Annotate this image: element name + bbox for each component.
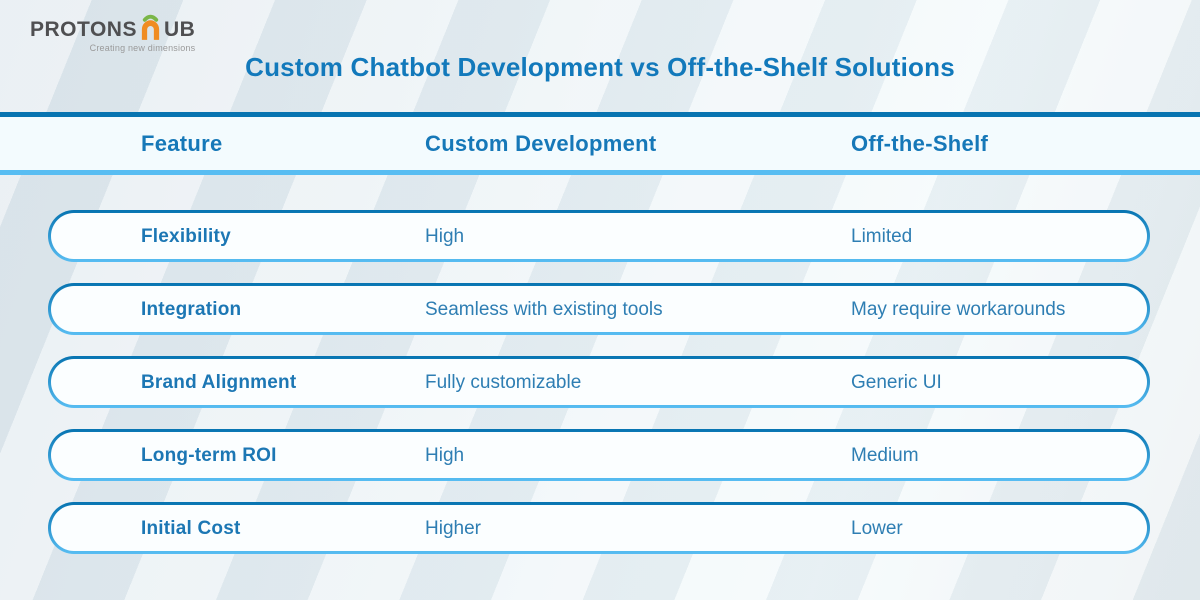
header-bottom-rule <box>0 170 1200 175</box>
column-header-custom-development: Custom Development <box>425 130 657 156</box>
logo-text-prefix: PROTONS <box>30 18 137 41</box>
column-header-off-the-shelf: Off-the-Shelf <box>851 130 989 156</box>
protonshub-logo: PROTONS UB Creating new dimensions <box>30 13 195 53</box>
header-top-rule <box>0 112 1200 117</box>
table-row: Initial Cost Higher Lower <box>48 502 1150 554</box>
row-custom-development-value: High <box>425 225 465 247</box>
table-rows: Flexibility High Limited Integration Sea… <box>48 210 1150 575</box>
row-custom-development-value: Higher <box>425 517 481 539</box>
page-title: Custom Chatbot Development vs Off-the-Sh… <box>245 52 955 82</box>
table-row: Brand Alignment Fully customizable Gener… <box>48 356 1150 408</box>
logo-wordmark: PROTONS UB <box>30 13 195 40</box>
table-row: Long-term ROI High Medium <box>48 429 1150 481</box>
row-feature-label: Long-term ROI <box>141 444 277 466</box>
row-custom-development-value: Fully customizable <box>425 371 582 393</box>
row-off-the-shelf-value: Medium <box>851 444 919 466</box>
row-feature-label: Initial Cost <box>141 517 241 539</box>
row-feature-label: Flexibility <box>141 225 231 247</box>
logo-text-suffix: UB <box>163 18 196 41</box>
row-off-the-shelf-value: Limited <box>851 225 913 247</box>
table-row: Flexibility High Limited <box>48 210 1150 262</box>
row-custom-development-value: Seamless with existing tools <box>425 298 663 320</box>
logo-tagline: Creating new dimensions <box>89 43 196 53</box>
row-custom-development-value: High <box>425 444 465 466</box>
row-off-the-shelf-value: May require workarounds <box>851 298 1066 320</box>
table-row: Integration Seamless with existing tools… <box>48 283 1150 335</box>
column-header-feature: Feature <box>141 130 223 156</box>
table-header-row: Feature Custom Development Off-the-Shelf <box>0 117 1200 170</box>
row-feature-label: Integration <box>141 298 242 320</box>
row-off-the-shelf-value: Lower <box>851 517 903 539</box>
row-off-the-shelf-value: Generic UI <box>851 371 942 393</box>
logo-arch-icon <box>141 14 160 40</box>
row-feature-label: Brand Alignment <box>141 371 297 393</box>
